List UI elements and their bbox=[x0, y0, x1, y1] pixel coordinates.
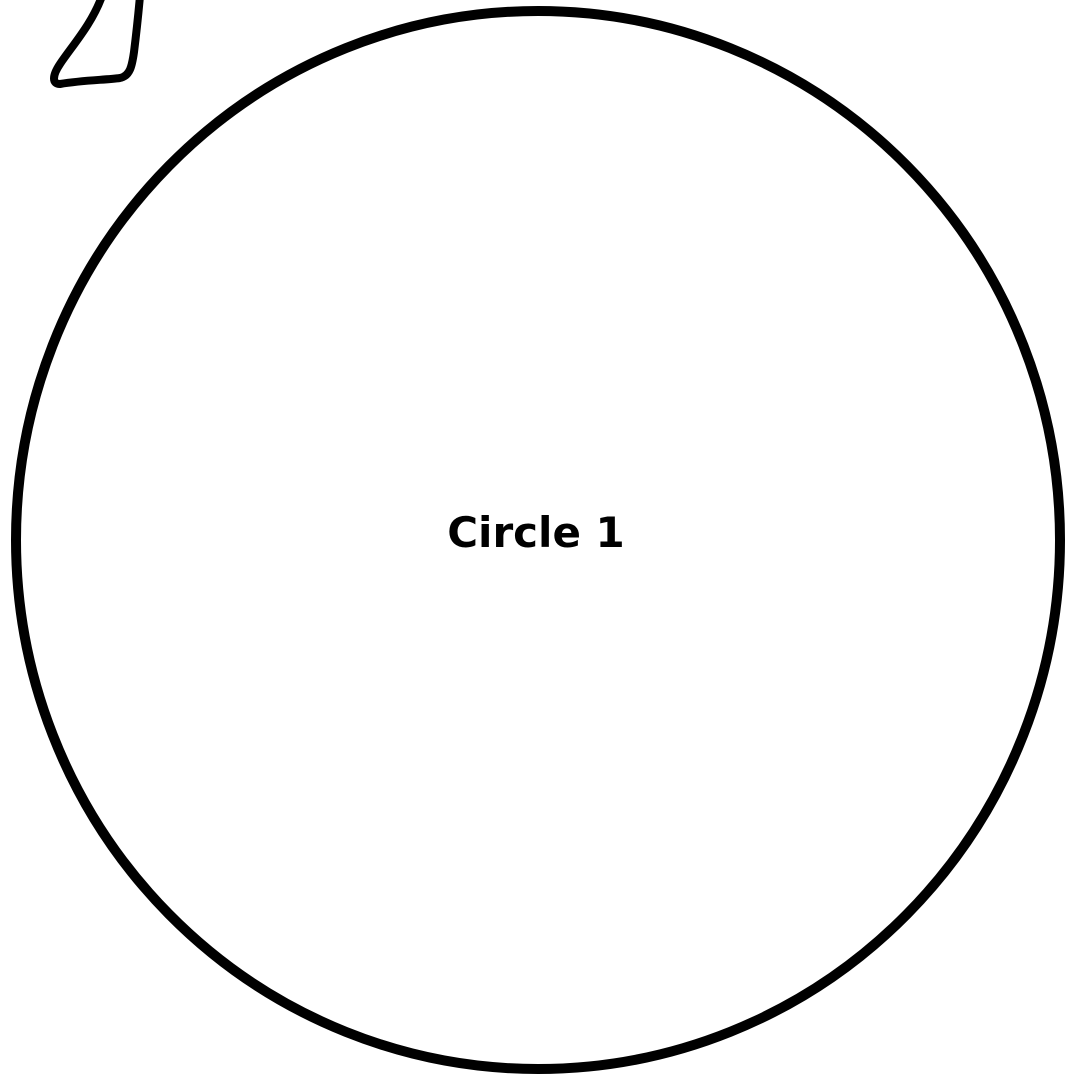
partial-shape bbox=[54, 0, 140, 84]
circle-1-label: Circle 1 bbox=[447, 508, 625, 557]
